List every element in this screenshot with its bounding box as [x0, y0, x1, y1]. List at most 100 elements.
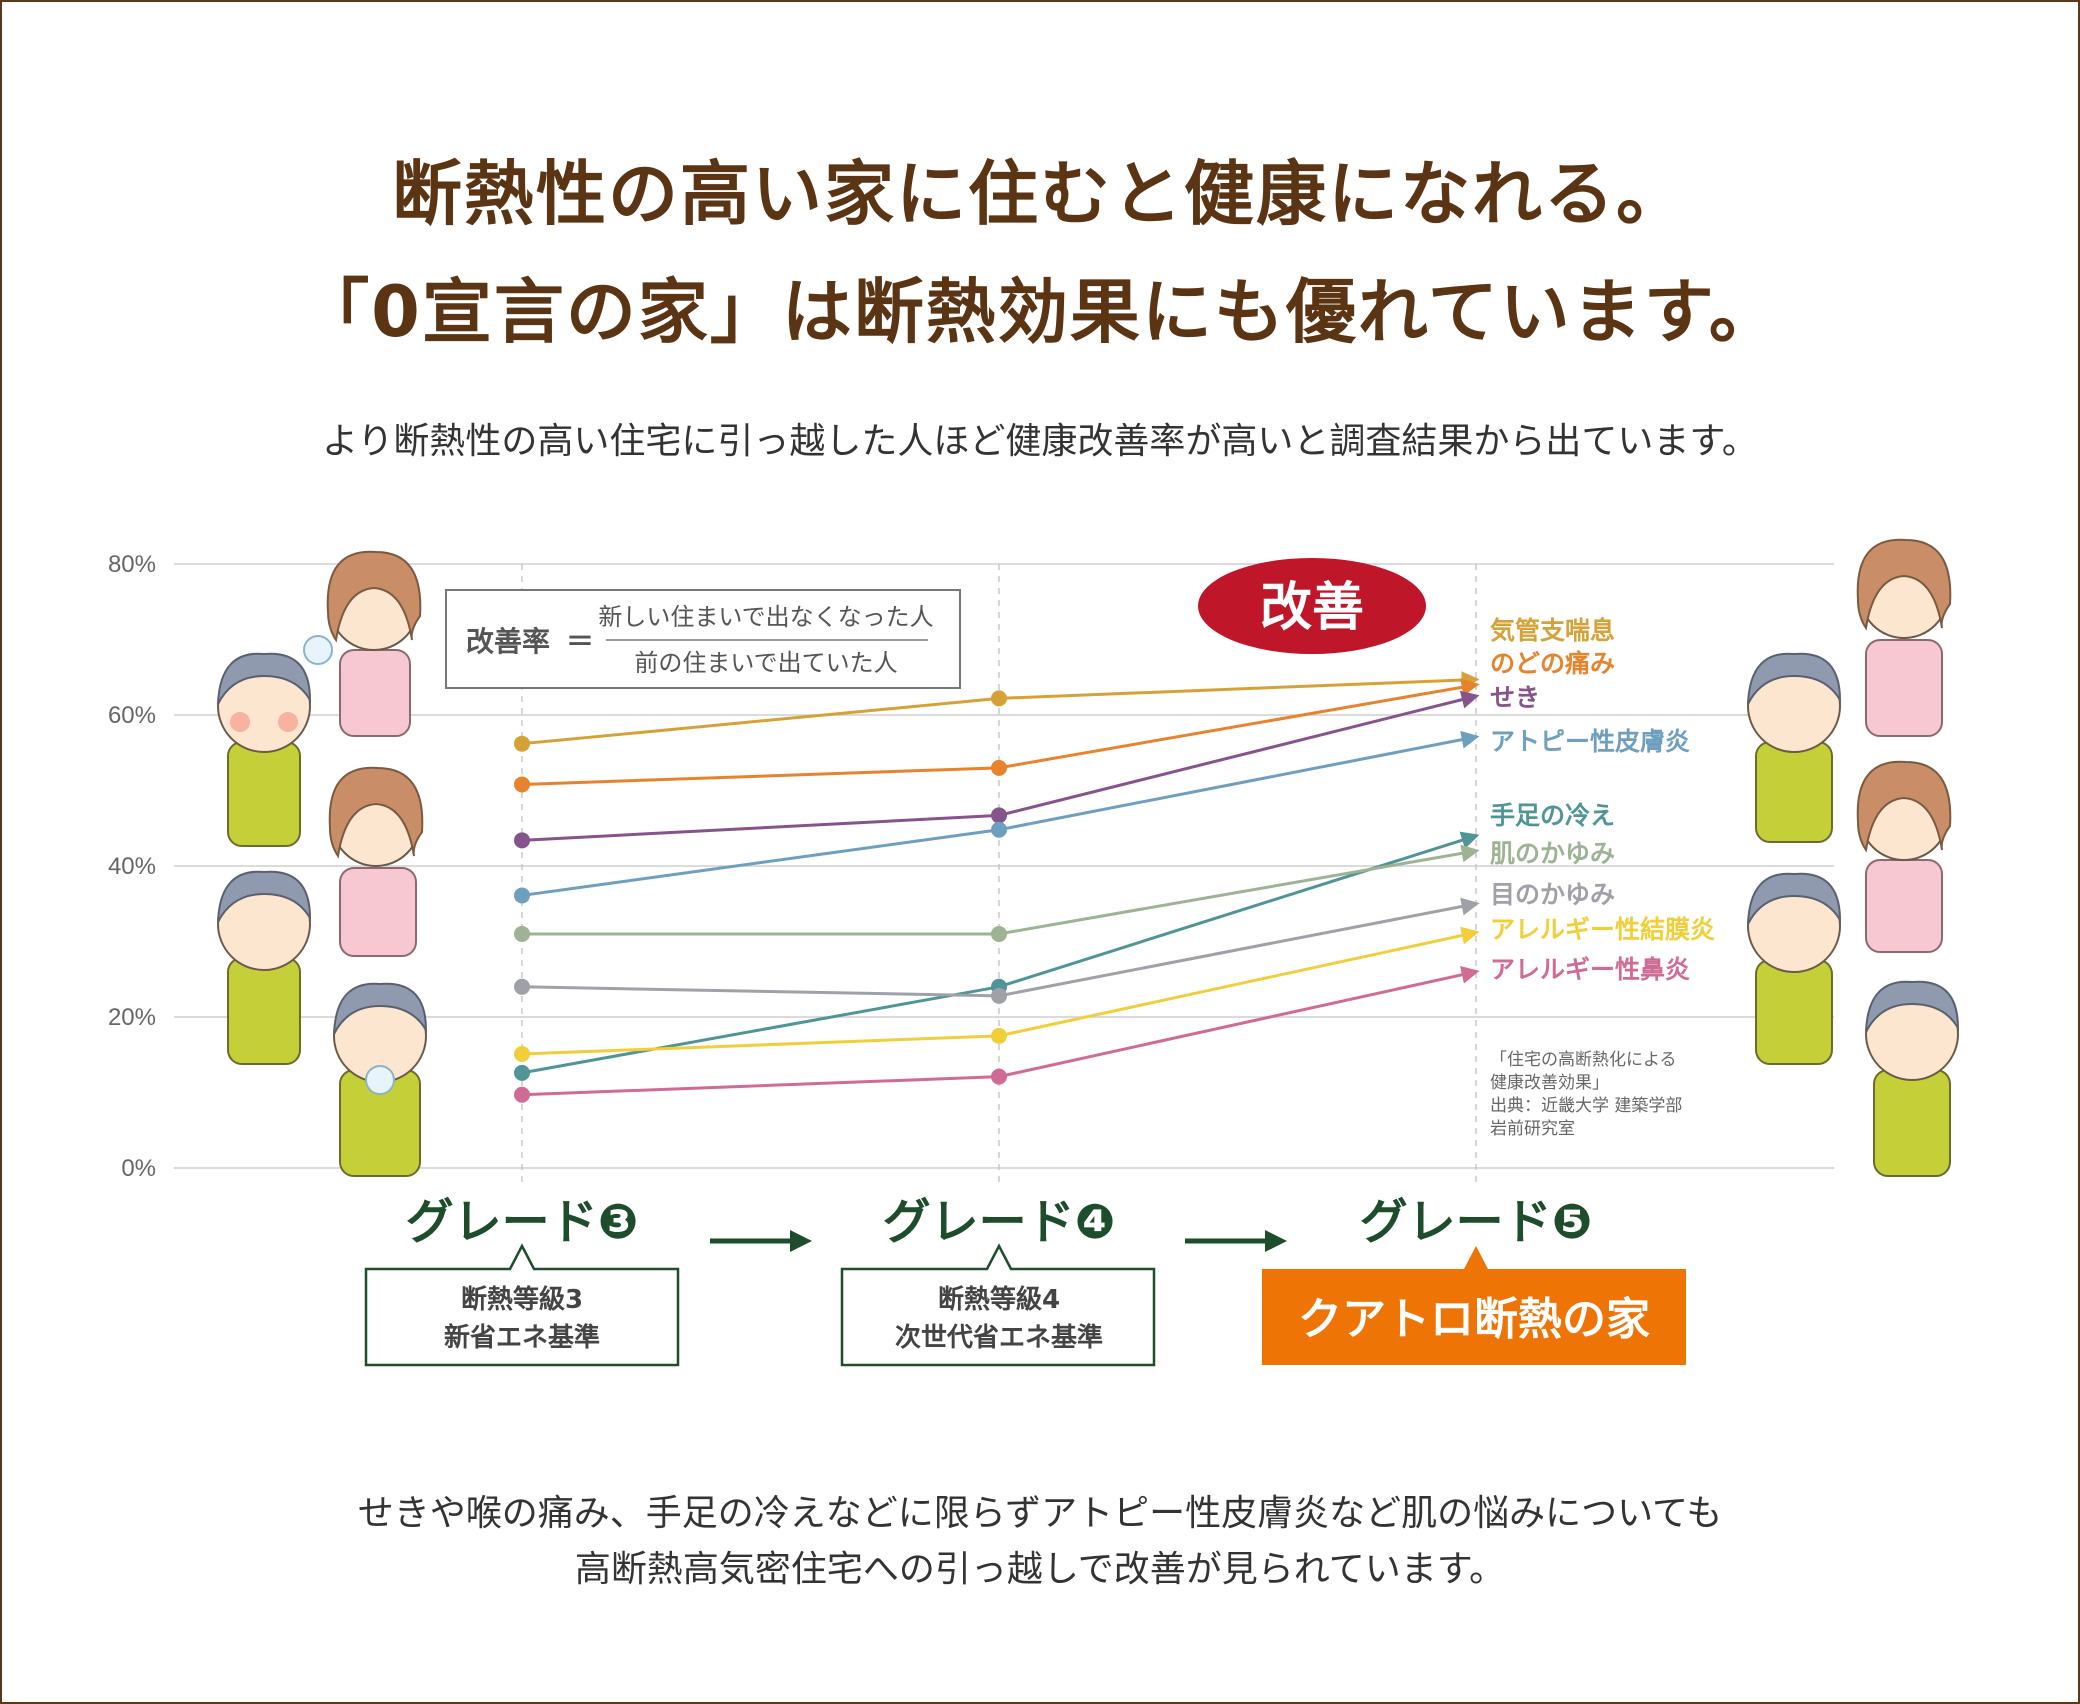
sick-man-2-icon — [217, 870, 312, 1065]
series-label: アトピー性皮膚炎 — [1490, 727, 1690, 756]
grade-5-label: グレード❺ — [1360, 1194, 1593, 1250]
series-line-segment — [998, 844, 1480, 936]
data-point — [991, 925, 1007, 942]
source-line-3: 出典：近畿大学 建築学部 — [1490, 1096, 1682, 1116]
series-6 — [514, 897, 1480, 1004]
sick-man-3-icon — [333, 982, 428, 1177]
chart-series — [514, 671, 1480, 1103]
data-point — [514, 887, 530, 904]
series-line-segment — [521, 696, 1000, 746]
series-line-segment — [521, 1075, 1000, 1097]
healthy-man-3-icon — [1865, 980, 1960, 1177]
formula-equals: ＝ — [566, 625, 594, 658]
page-subtitle: より断熱性の高い住宅に引っ越した人ほど健康改善率が高いと調査結果から出ています。 — [322, 421, 1758, 462]
grade-3-box-line2: 新省エネ基準 — [444, 1322, 600, 1353]
series-line-segment — [998, 831, 1480, 989]
series-line-segment — [521, 813, 1000, 842]
series-line-segment — [998, 966, 1480, 1079]
source-line-1: 「住宅の高断熱化による — [1490, 1050, 1677, 1070]
sick-man-1-icon — [217, 652, 312, 847]
grade-4-box: 断熱等級4 次世代省エネ基準 — [840, 1243, 1156, 1367]
chart-y-axis: 0%20%40%60%80% — [108, 551, 156, 1182]
series-4 — [514, 831, 1480, 1081]
data-point — [514, 1045, 530, 1062]
data-point — [514, 925, 530, 942]
quattro-insulation-box: クアトロ断熱の家 — [1262, 1246, 1686, 1365]
y-tick-label: 60% — [108, 702, 156, 729]
grade-4-box-line1: 断熱等級4 — [938, 1284, 1060, 1315]
healthy-woman-1-icon — [1856, 538, 1952, 737]
grade-4-box-line2: 次世代省エネ基準 — [895, 1322, 1103, 1353]
series-label: アレルギー性鼻炎 — [1490, 955, 1690, 984]
sick-woman-2-icon — [328, 766, 424, 957]
page-title-line2: 「0宣言の家」は断熱効果にも優れています。 — [299, 271, 1781, 353]
y-tick-label: 20% — [108, 1004, 156, 1031]
data-point — [991, 987, 1007, 1004]
improvement-badge: 改善 — [1198, 558, 1426, 654]
series-line-segment — [521, 985, 1000, 1075]
series-line-segment — [521, 766, 1000, 786]
grade-3-label: グレード❸ — [406, 1194, 639, 1250]
data-point — [514, 735, 530, 752]
data-point — [514, 1064, 530, 1081]
quattro-insulation-label: クアトロ断熱の家 — [1298, 1294, 1650, 1345]
series-label: 手足の冷え — [1490, 801, 1615, 830]
page-title-line1: 断熱性の高い家に住むと健康になれる。 — [392, 153, 1688, 235]
y-tick-label: 40% — [108, 853, 156, 880]
healthy-man-2-icon — [1747, 872, 1842, 1065]
source-note: 「住宅の高断熱化による 健康改善効果」 出典：近畿大学 建築学部 岩前研究室 — [1490, 1050, 1682, 1139]
formula-denominator: 前の住まいで出ていた人 — [634, 649, 897, 677]
series-line-segment — [521, 1034, 1000, 1056]
series-line-segment — [998, 671, 1480, 700]
data-point — [991, 807, 1007, 824]
series-line-segment — [998, 690, 1480, 817]
series-label: のどの痛み — [1490, 649, 1615, 678]
healthy-man-1-icon — [1747, 652, 1842, 843]
series-label: 目のかゆみ — [1490, 880, 1615, 909]
grade-3-box: 断熱等級3 新省エネ基準 — [364, 1243, 680, 1367]
series-3 — [514, 730, 1480, 904]
series-line-segment — [998, 678, 1480, 770]
series-line-segment — [998, 926, 1480, 1038]
sick-person-illustrations — [217, 550, 428, 1177]
formula-numerator: 新しい住まいで出なくなった人 — [598, 603, 933, 631]
formula-lhs: 改善率 — [466, 625, 550, 658]
series-label: アレルギー性結膜炎 — [1490, 915, 1715, 944]
healthy-woman-2-icon — [1856, 760, 1952, 953]
series-label: 肌のかゆみ — [1490, 839, 1615, 868]
series-5 — [514, 844, 1480, 942]
series-line-segment — [998, 897, 1480, 998]
series-1 — [514, 678, 1480, 793]
data-point — [991, 821, 1007, 838]
series-label: 気管支喘息 — [1490, 616, 1615, 645]
footer-line-2: 高断熱高気密住宅への引っ越しで改善が見られています。 — [574, 1549, 1506, 1590]
data-point — [514, 776, 530, 793]
source-line-4: 岩前研究室 — [1490, 1119, 1575, 1139]
data-point — [991, 690, 1007, 707]
series-label: せき — [1490, 683, 1540, 712]
y-tick-label: 80% — [108, 551, 156, 578]
series-7 — [514, 926, 1480, 1062]
footer-line-1: せきや喉の痛み、手足の冷えなどに限らずアトピー性皮膚炎など肌の悩みについても — [357, 1493, 1723, 1534]
improvement-badge-label: 改善 — [1260, 578, 1364, 638]
series-0 — [514, 671, 1480, 752]
chart-series-labels: 気管支喘息のどの痛みせきアトピー性皮膚炎手足の冷え肌のかゆみ目のかゆみアレルギー… — [1490, 616, 1715, 984]
sick-woman-1-icon — [303, 550, 422, 737]
healthy-person-illustrations — [1747, 538, 1960, 1177]
grade-4-label: グレード❹ — [883, 1194, 1116, 1250]
data-point — [991, 759, 1007, 776]
series-line-segment — [998, 730, 1480, 832]
grade-arrow-1 — [710, 1230, 812, 1252]
data-point — [514, 1086, 530, 1103]
series-line-segment — [521, 828, 1000, 897]
data-point — [514, 978, 530, 995]
grade-arrow-2 — [1185, 1230, 1287, 1252]
data-point — [991, 1068, 1007, 1085]
chart-gridlines — [174, 563, 1834, 1169]
formula-box: 改善率 ＝ 新しい住まいで出なくなった人 前の住まいで出ていた人 — [445, 589, 961, 689]
data-point — [514, 832, 530, 849]
series-line-segment — [521, 985, 1000, 998]
grade-3-box-line1: 断熱等級3 — [461, 1284, 583, 1315]
series-8 — [514, 966, 1480, 1103]
series-2 — [514, 690, 1480, 849]
